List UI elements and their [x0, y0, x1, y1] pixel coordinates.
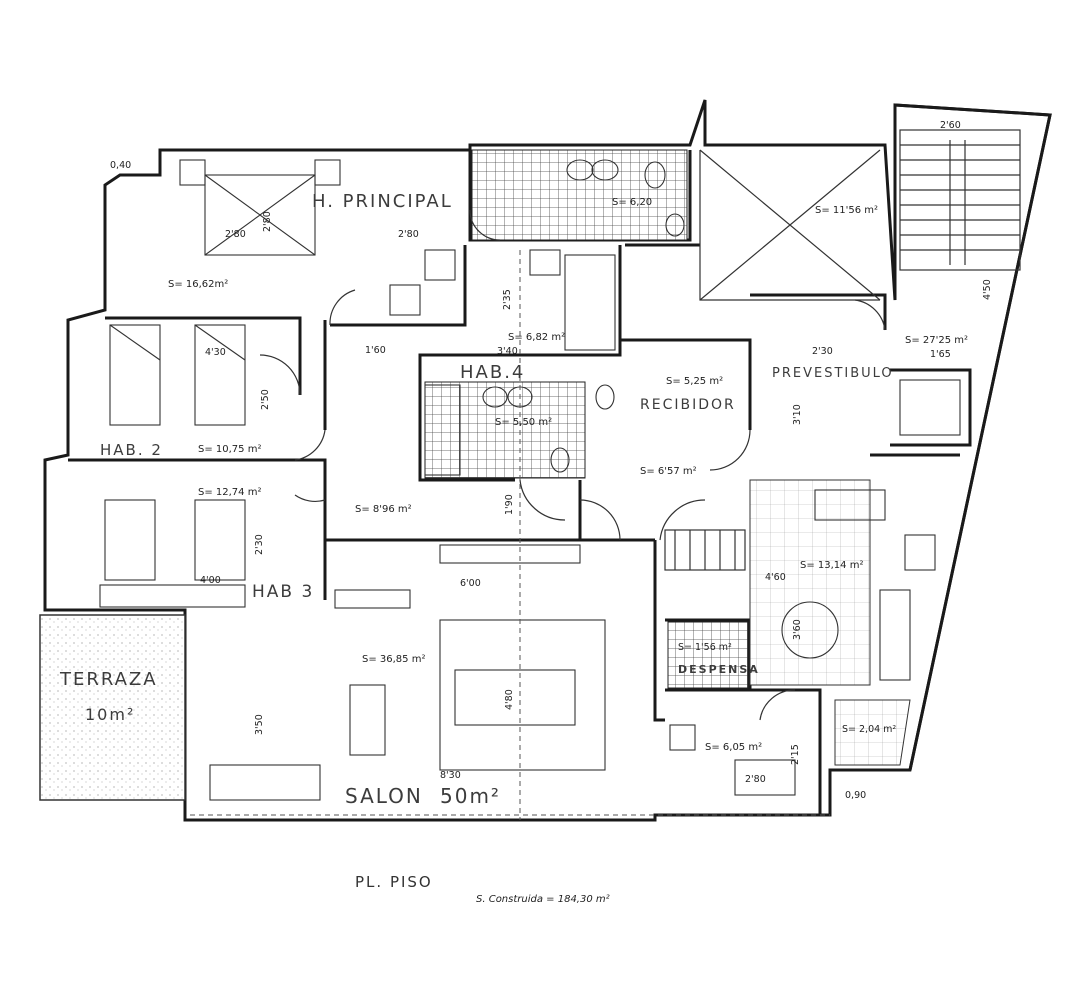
area-hall-top: S= 11'56 m² — [815, 205, 878, 216]
dim-salon-d: 3'50 — [254, 714, 265, 735]
dim-prevestibulo-b: 3'10 — [792, 404, 803, 425]
dim-hab4-a: 3'40 — [497, 346, 518, 357]
dim-aseo-a: 2'80 — [745, 774, 766, 785]
dim-stairs-b: 1'65 — [930, 349, 951, 360]
labels: H. PRINCIPAL S= 16,62m² 2'80 2'80 2'80 S… — [59, 120, 993, 905]
dim-stairs-a: 4'50 — [982, 279, 993, 300]
room-name-hab3: HAB 3 — [252, 582, 314, 602]
room-name-terraza: TERRAZA — [59, 669, 158, 690]
area-bath1: S= 6,20 — [612, 197, 652, 208]
area-h-principal: S= 16,62m² — [168, 279, 228, 290]
dim-h-principal-c: 2'80 — [398, 229, 419, 240]
area-salon: S= 36,85 m² — [362, 654, 425, 665]
dim-salon-b: 4'80 — [504, 689, 515, 710]
area-recibidor-2: S= 6'57 m² — [640, 466, 697, 477]
room-name-recibidor: RECIBIDOR — [640, 397, 736, 413]
dim-bottom-right: 0,90 — [845, 790, 866, 801]
dim-hab3-a: 4'00 — [200, 575, 221, 586]
area-bath2: S= 5,50 m² — [495, 417, 552, 428]
area-hab4: S= 6,82 m² — [508, 332, 565, 343]
stairs — [664, 129, 1021, 571]
dim-salon-a: 6'00 — [460, 578, 481, 589]
dim-hab2-a: 4'30 — [205, 347, 226, 358]
dim-prevestibulo-a: 2'30 — [812, 346, 833, 357]
axis-lines — [190, 250, 830, 820]
area-aseo: S= 6,05 m² — [705, 742, 762, 753]
room-name-despensa: DESPENSA — [678, 663, 760, 676]
door-swings — [259, 209, 886, 721]
area-hab3: S= 12,74 m² — [198, 487, 261, 498]
dim-pasillo-a: 1'60 — [365, 345, 386, 356]
furniture — [99, 159, 961, 801]
built-area: S. Construida = 184,30 m² — [476, 894, 610, 905]
dim-hab3-b: 2'30 — [254, 534, 265, 555]
room-name-hab4: HAB.4 — [460, 362, 525, 383]
dim-top-left: 0,40 — [110, 160, 131, 171]
dim-hall-top: 2'60 — [940, 120, 961, 131]
area-stairs: S= 27'25 m² — [905, 335, 968, 346]
dim-h-principal-a: 2'80 — [225, 229, 246, 240]
dim-salon-c: 8'30 — [440, 770, 461, 781]
room-name-salon: SALON — [345, 784, 423, 808]
area-terraza: 10m² — [85, 705, 135, 724]
dim-pasillo-b: 1'90 — [504, 494, 515, 515]
room-name-h-principal: H. PRINCIPAL — [312, 191, 453, 212]
interior-walls — [68, 149, 972, 815]
dim-h-principal-b: 2'80 — [262, 211, 273, 232]
dim-hab2-b: 2'50 — [260, 389, 271, 410]
area-recibidor: S= 5,25 m² — [666, 376, 723, 387]
area-pasillo: S= 8'96 m² — [355, 504, 412, 515]
room-name-hab2: HAB. 2 — [100, 441, 163, 459]
outer-walls — [43, 99, 1052, 822]
area-despensa: S= 1'56 m² — [678, 642, 732, 653]
tiled-areas — [39, 149, 911, 801]
area-cocina: S= 13,14 m² — [800, 560, 863, 571]
room-name-prevestibulo: PREVESTIBULO — [772, 366, 894, 381]
plan-title: PL. PISO — [355, 873, 433, 891]
dim-aseo-b: 2'15 — [790, 744, 801, 765]
dim-hab4-b: 2'35 — [502, 289, 513, 310]
dim-cocina-a: 4'60 — [765, 572, 786, 583]
area-hab2: S= 10,75 m² — [198, 444, 261, 455]
area-salon-total: 50m² — [440, 784, 501, 808]
dim-cocina-b: 3'60 — [792, 619, 803, 640]
area-tendedero: S= 2,04 m² — [842, 724, 896, 735]
